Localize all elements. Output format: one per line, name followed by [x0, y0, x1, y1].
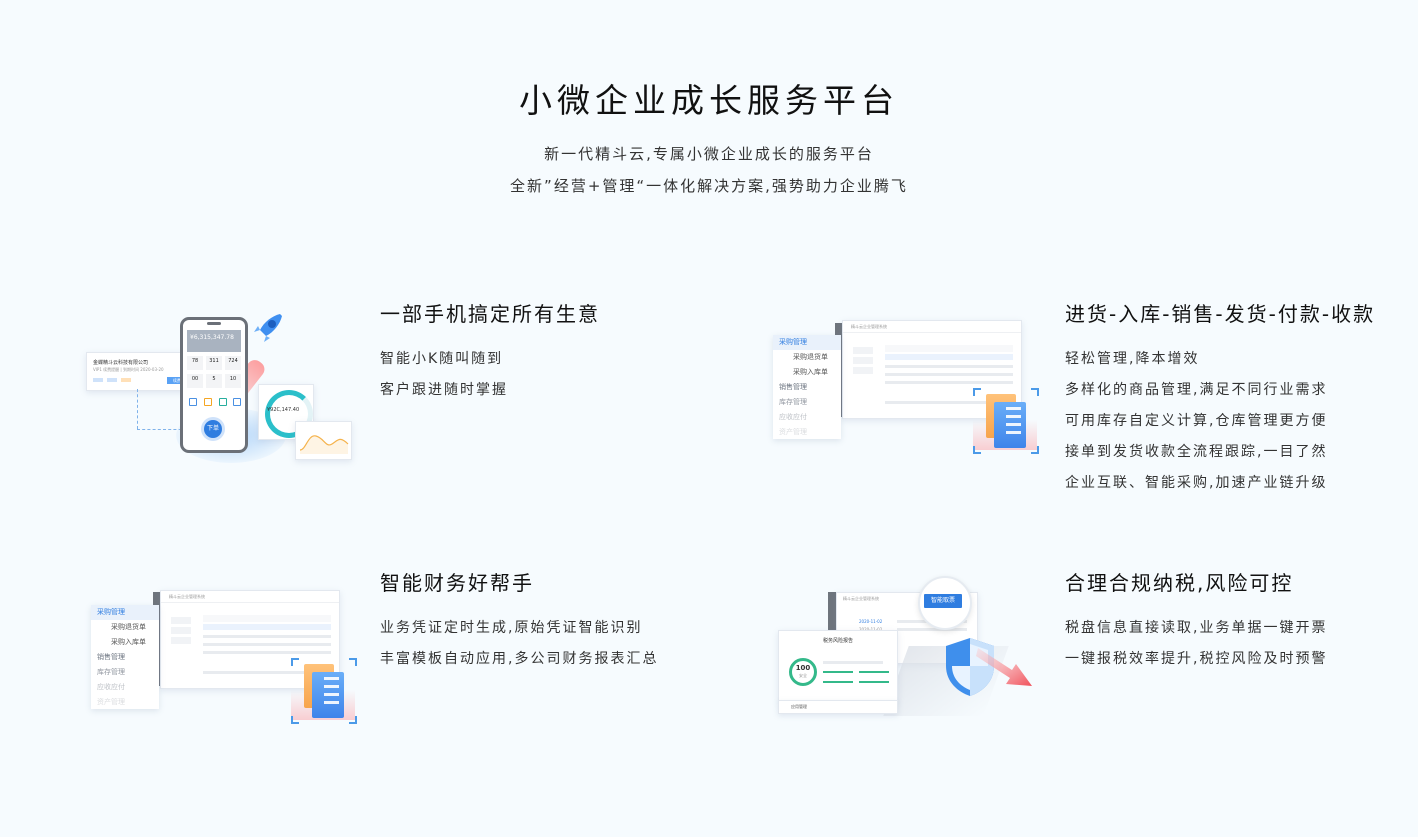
phone-stat-4: 00 [187, 374, 203, 388]
feature-line: 多样化的商品管理,满足不同行业需求 [1065, 382, 1328, 398]
feature-line: 智能小K随叫随到 [380, 351, 504, 367]
feature-line: 客户跟进随时掌握 [380, 382, 508, 398]
phone-amount: ¥6,315,347.78 [190, 334, 234, 341]
phone-stat-1: 78 [187, 356, 203, 370]
page-subtitle-line2: 全新”经营+管理“一体化解决方案,强势助力企业腾飞 [510, 177, 908, 195]
phone-stat-5: 5 [206, 374, 222, 388]
ring-card: ¥92C,147.40 [258, 384, 314, 440]
tax-score-label: 安全 [799, 673, 807, 678]
smart-invoice-button[interactable]: 智能取票 [924, 594, 962, 608]
menu-item[interactable]: 采购退货单 [111, 623, 146, 631]
feature-supply-chain: 进货-入库-销售-发货-付款-收款 轻松管理,降本增效 多样化的商品管理,满足不… [1065, 298, 1375, 499]
feature-line: 企业互联、智能采购,加速产业链升级 [1065, 475, 1328, 491]
feature-tax: 合理合规纳税,风险可控 税盘信息直接读取,业务单据一键开票 一键报税效率提升,税… [1065, 567, 1327, 675]
tax-illustration: 精斗云企业管理系统 2020-11-02 2020-11-02 智能取票 税务风… [776, 576, 1038, 716]
feature-title: 一部手机搞定所有生意 [380, 302, 600, 326]
feature-line: 接单到发货收款全流程跟踪,一目了然 [1065, 444, 1328, 460]
finance-side-menu: 采购管理 采购退货单 采购入库单 销售管理 库存管理 应收应付 资产管理 [91, 605, 159, 709]
menu-item[interactable]: 采购管理 [773, 335, 841, 350]
feature-title: 进货-入库-销售-发货-付款-收款 [1065, 302, 1376, 326]
order-button[interactable]: 下单 [204, 420, 222, 438]
vip-card: 金蝶精斗云科技有限公司 VIP1 续费提醒 | 到期时间 2020-03-20 … [86, 352, 192, 391]
menu-item[interactable]: 采购管理 [91, 605, 159, 620]
tax-score: 100 [795, 664, 811, 672]
feature-line: 业务凭证定时生成,原始凭证智能识别 [380, 620, 643, 636]
menu-item[interactable]: 库存管理 [97, 668, 125, 676]
rocket-icon [250, 310, 286, 346]
tax-row-date: 2020-11-02 [859, 627, 882, 632]
risk-arrow-icon [976, 642, 1036, 690]
menu-item[interactable]: 库存管理 [779, 398, 807, 406]
feature-mobile: 一部手机搞定所有生意 智能小K随叫随到 客户跟进随时掌握 [380, 298, 600, 406]
feature-finance: 智能财务好帮手 业务凭证定时生成,原始凭证智能识别 丰富模板自动应用,多公司财务… [380, 567, 658, 675]
tax-footer-label: 应用管理 [791, 704, 807, 709]
vip-card-info: VIP1 续费提醒 | 到期时间 2020-03-20 [93, 367, 164, 372]
menu-item[interactable]: 销售管理 [779, 383, 807, 391]
menu-item[interactable]: 资产管理 [779, 428, 807, 436]
feature-line: 一键报税效率提升,税控风险及时预警 [1065, 651, 1328, 667]
menu-item[interactable]: 应收应付 [97, 683, 125, 691]
page-subtitle-line1: 新一代精斗云,专属小微企业成长的服务平台 [544, 145, 874, 163]
erp-illustration: 精斗云企业管理系统 采购管理 采购退货单 采购入库单 销售管理 库存管理 应收应… [770, 318, 1042, 458]
tax-report-card: 税务风险报告 100 安全 [778, 630, 898, 702]
menu-item[interactable]: 采购退货单 [793, 353, 828, 361]
erp-header-label: 精斗云企业管理系统 [851, 324, 887, 329]
menu-item[interactable]: 采购入库单 [111, 638, 146, 646]
feature-line: 可用库存自定义计算,仓库管理更方便 [1065, 413, 1328, 429]
phone-stat-2: 311 [206, 356, 222, 370]
document-icon [994, 402, 1026, 448]
feature-title: 合理合规纳税,风险可控 [1065, 571, 1294, 595]
erp-main-panel: 精斗云企业管理系统 [842, 320, 1022, 419]
feature-line: 丰富模板自动应用,多公司财务报表汇总 [380, 651, 659, 667]
tax-header-label: 精斗云企业管理系统 [843, 596, 879, 601]
finance-header-label: 精斗云企业管理系统 [169, 594, 205, 599]
phone-stat-3: 724 [225, 356, 241, 370]
tax-footer-bar: 应用管理 [778, 700, 898, 714]
vip-card-company: 金蝶精斗云科技有限公司 [93, 360, 149, 366]
feature-line: 税盘信息直接读取,业务单据一键开票 [1065, 620, 1328, 636]
erp-side-menu: 采购管理 采购退货单 采购入库单 销售管理 库存管理 应收应付 资产管理 [773, 335, 841, 439]
menu-item[interactable]: 资产管理 [97, 698, 125, 706]
menu-item[interactable]: 销售管理 [97, 653, 125, 661]
renew-button[interactable]: 续费 [167, 377, 187, 384]
finance-illustration: 精斗云企业管理系统 采购管理 采购退货单 采购入库单 销售管理 库存管理 应收应… [88, 588, 360, 728]
mobile-illustration: 金蝶精斗云科技有限公司 VIP1 续费提醒 | 到期时间 2020-03-20 … [80, 300, 360, 470]
document-icon [312, 672, 344, 718]
tax-row-date: 2020-11-02 [859, 619, 883, 624]
page-title: 小微企业成长服务平台 [519, 81, 899, 120]
phone-stat-6: 10 [225, 374, 241, 388]
tax-report-title: 税务风险报告 [822, 638, 853, 644]
menu-item[interactable]: 采购入库单 [793, 368, 828, 376]
ring-amount: ¥92C,147.40 [267, 407, 300, 413]
phone-mockup: ¥6,315,347.78 78 311 724 00 5 10 下单 [180, 317, 248, 453]
feature-title: 智能财务好帮手 [380, 571, 534, 595]
wave-card [295, 421, 352, 460]
feature-line: 轻松管理,降本增效 [1065, 351, 1200, 367]
menu-item[interactable]: 应收应付 [779, 413, 807, 421]
